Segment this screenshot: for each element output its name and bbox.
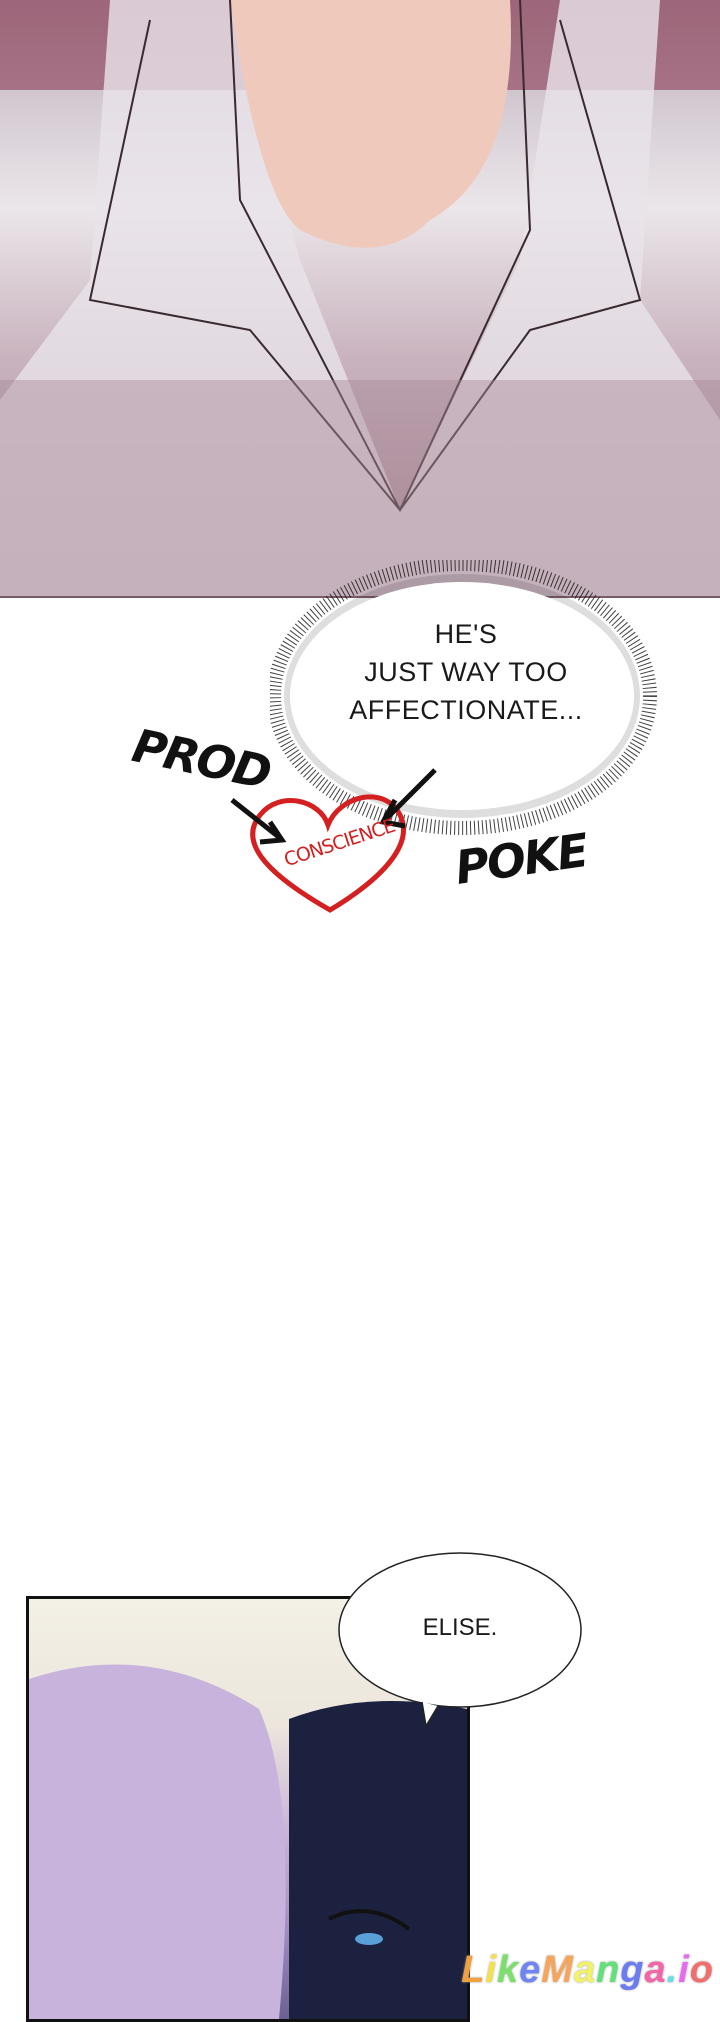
speech-bubble-text: HE'S JUST WAY TOO AFFECTIONATE... — [294, 615, 638, 729]
bubble-line: AFFECTIONATE... — [349, 695, 583, 725]
top-comic-panel — [0, 0, 720, 598]
watermark-logo: LikeManga.io — [461, 1949, 714, 1991]
heart-with-arrows — [230, 768, 437, 913]
bubble-line: HE'S — [434, 619, 498, 649]
spiky-speech-bubble — [270, 560, 657, 835]
arrow-icon — [230, 798, 287, 845]
speech-bubble-text: ELISE. — [422, 1614, 498, 1641]
arrow-icon — [379, 768, 437, 829]
bubble-line: JUST WAY TOO — [364, 657, 568, 687]
characters-artwork — [29, 1664, 467, 2019]
shirt-collar-artwork — [0, 0, 720, 596]
bottom-comic-panel — [26, 1596, 470, 2022]
speech-bubble — [338, 1552, 582, 1729]
